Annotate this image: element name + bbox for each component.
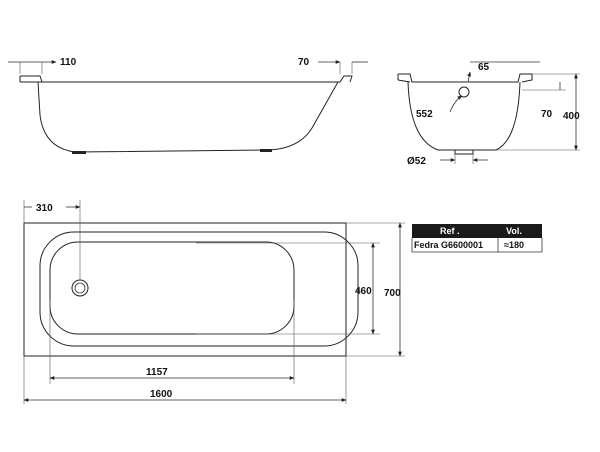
dim-label-d52: Ø52 bbox=[407, 156, 426, 167]
right-foot bbox=[260, 149, 272, 152]
dim-label-400: 400 bbox=[563, 111, 580, 122]
plan-drain-inner bbox=[74, 282, 86, 294]
dim-label-65: 65 bbox=[478, 62, 490, 73]
dim-label-70: 70 bbox=[298, 57, 310, 68]
spec-cell-ref: Fedra G6600001 bbox=[414, 240, 483, 250]
left-foot bbox=[72, 151, 86, 154]
section-rim-left-b bbox=[397, 79, 411, 83]
end-elevation-view: 65 552 70 400 Ø52 bbox=[397, 61, 580, 167]
dim-label-1600: 1600 bbox=[150, 389, 173, 400]
dim-label-552: 552 bbox=[416, 109, 433, 120]
dim-leader-552 bbox=[449, 95, 463, 113]
dim-label-70b: 70 bbox=[541, 109, 553, 120]
dim-label-460: 460 bbox=[355, 286, 372, 297]
spec-header-vol: Vol. bbox=[506, 226, 522, 236]
plan-drain-outer bbox=[71, 279, 89, 297]
section-rim bbox=[398, 73, 533, 83]
plan-view: 310 460 700 1157 1600 bbox=[23, 200, 405, 404]
plan-bowl-inner bbox=[49, 241, 295, 335]
dim-arrow-65 bbox=[467, 71, 472, 83]
elevation-body bbox=[37, 81, 339, 153]
dim-label-110: 110 bbox=[60, 57, 77, 68]
dim-label-700: 700 bbox=[384, 288, 401, 299]
side-elevation-view: 110 70 bbox=[8, 57, 368, 154]
section-body bbox=[407, 81, 521, 151]
plan-outer-rim bbox=[23, 222, 347, 357]
section-drain bbox=[454, 149, 474, 155]
spec-cell-vol: ≈180 bbox=[504, 240, 524, 250]
spec-table-header bbox=[412, 224, 542, 238]
overflow-hole bbox=[458, 86, 470, 98]
dim-label-1157: 1157 bbox=[146, 367, 168, 378]
dim-label-310: 310 bbox=[36, 203, 53, 214]
elevation-rim bbox=[20, 75, 353, 83]
spec-header-ref: Ref . bbox=[440, 226, 460, 236]
spec-table: Ref . Vol. Fedra G6600001 ≈180 bbox=[411, 224, 543, 253]
plan-bowl-outer bbox=[39, 231, 359, 347]
